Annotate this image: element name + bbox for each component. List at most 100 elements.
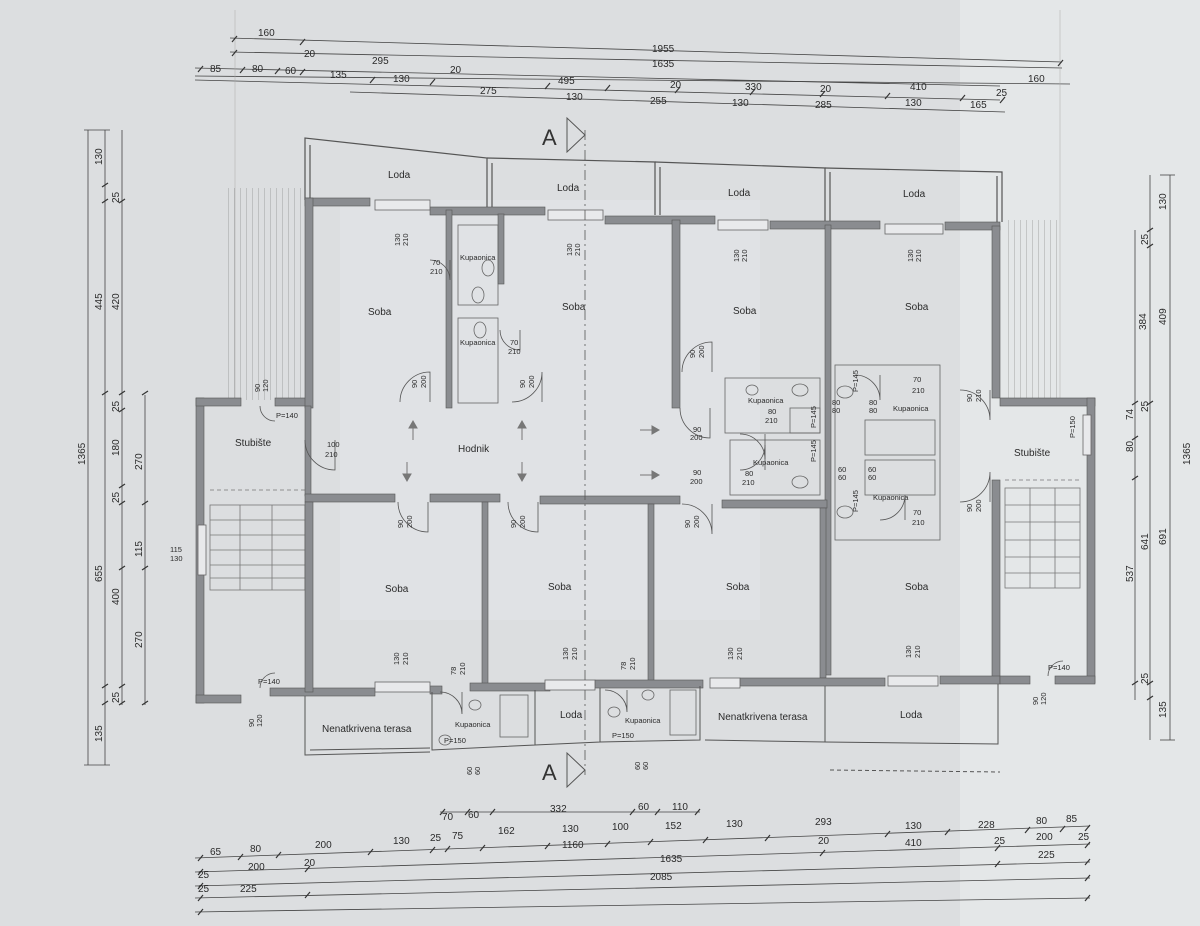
right-dimension-lines bbox=[1134, 174, 1175, 741]
top-dim-label: 410 bbox=[910, 82, 927, 93]
window-height-label: 210 bbox=[458, 662, 467, 675]
right-dim-label: 135 bbox=[1158, 701, 1169, 718]
bottom-dim-label: 410 bbox=[905, 838, 922, 849]
window-width-label: 90 bbox=[1031, 697, 1040, 705]
window-height-label: 120 bbox=[261, 379, 270, 392]
door-height-label: 200 bbox=[690, 433, 703, 442]
bottom-dim-ticks bbox=[197, 808, 1091, 916]
opening-label: 80 bbox=[869, 406, 877, 415]
bottom-dim-label: 200 bbox=[1036, 832, 1053, 843]
parapet-label: P=140 bbox=[258, 677, 280, 686]
parapet-label: P=145 bbox=[851, 370, 860, 392]
right-dim-label: 25 bbox=[1140, 233, 1151, 245]
top-dim-label: 1955 bbox=[652, 44, 675, 55]
window-width-label: 130 bbox=[904, 645, 913, 658]
window-width-label: 60 bbox=[465, 767, 474, 775]
door-swings bbox=[259, 259, 1064, 715]
top-dim-label: 275 bbox=[480, 86, 497, 97]
window-width-label: 130 bbox=[393, 233, 402, 246]
right-dim-label: 384 bbox=[1138, 313, 1149, 330]
bottom-dim-label: 20 bbox=[818, 836, 830, 847]
top-dim-label: 130 bbox=[393, 74, 410, 85]
door-height-label: 210 bbox=[508, 347, 521, 356]
bottom-dim-label: 60 bbox=[638, 802, 650, 813]
room-label-soba: Soba bbox=[385, 584, 409, 595]
door-height-label: 200 bbox=[419, 375, 428, 388]
bottom-dim-label: 20 bbox=[304, 858, 316, 869]
opening-label: 60 bbox=[838, 473, 846, 482]
top-dim-label: 20 bbox=[450, 65, 462, 76]
window-height-label: 210 bbox=[914, 249, 923, 262]
door-width-label: 90 bbox=[693, 425, 701, 434]
room-label-kupaonica: Kupaonica bbox=[460, 338, 496, 347]
top-dim-label: 130 bbox=[732, 98, 749, 109]
top-dim-label: 20 bbox=[820, 84, 832, 95]
top-dim-label: 165 bbox=[970, 100, 987, 111]
stair-right bbox=[1004, 479, 1081, 589]
window-width-label: 115 bbox=[170, 545, 182, 554]
window-width-label: 90 bbox=[253, 384, 262, 392]
bottom-dim-label: 25 bbox=[1078, 832, 1090, 843]
door-width-label: 70 bbox=[913, 375, 921, 384]
left-dim-label: 400 bbox=[111, 588, 122, 605]
opening-label: 60 bbox=[868, 473, 876, 482]
room-label-stubiste: Stubište bbox=[1014, 448, 1051, 459]
room-label-kupaonica: Kupaonica bbox=[625, 716, 661, 725]
window-width-label: 78 bbox=[619, 662, 628, 670]
right-dim-label: 691 bbox=[1158, 528, 1169, 545]
right-dim-label: 130 bbox=[1158, 193, 1169, 210]
bottom-dim-label: 130 bbox=[726, 819, 743, 830]
window-width-label: 130 bbox=[726, 647, 735, 660]
left-dim-ticks bbox=[101, 182, 149, 706]
balcony-outline-top bbox=[304, 137, 1003, 225]
top-dim-label: 160 bbox=[1028, 74, 1045, 85]
door-height-label: 200 bbox=[697, 345, 706, 358]
lower-outline bbox=[304, 684, 1001, 773]
bottom-dim-label: 110 bbox=[672, 802, 688, 813]
top-dim-label: 285 bbox=[815, 100, 832, 111]
right-dim-label: 409 bbox=[1158, 308, 1169, 325]
door-width-label: 90 bbox=[518, 380, 527, 388]
parapet-label: P=145 bbox=[851, 490, 860, 512]
door-height-label: 210 bbox=[742, 478, 755, 487]
window-height-label: 60 bbox=[473, 767, 482, 775]
window-height-label: 120 bbox=[255, 714, 264, 727]
room-label-soba: Soba bbox=[548, 582, 572, 593]
room-label-loda: Loda bbox=[388, 170, 411, 181]
top-dimension-lines bbox=[194, 10, 1071, 400]
window-height-label: 210 bbox=[913, 645, 922, 658]
right-dim-label: 641 bbox=[1140, 533, 1151, 550]
room-label-soba: Soba bbox=[733, 306, 757, 317]
bottom-dim-label: 65 bbox=[210, 847, 222, 858]
left-dim-label: 270 bbox=[134, 453, 145, 470]
room-label-soba: Soba bbox=[368, 307, 392, 318]
room-label-soba: Soba bbox=[905, 302, 929, 313]
door-width-label: 90 bbox=[509, 520, 518, 528]
bottom-dim-label: 1160 bbox=[562, 840, 584, 851]
stair-hatch-left-top bbox=[228, 188, 303, 400]
top-dim-label: 255 bbox=[650, 96, 667, 107]
left-dim-total: 1365 bbox=[77, 442, 88, 465]
right-dim-label: 80 bbox=[1125, 440, 1136, 452]
bottom-dim-label: 25 bbox=[198, 884, 210, 895]
door-height-label: 210 bbox=[912, 386, 925, 395]
room-label-kupaonica: Kupaonica bbox=[893, 404, 929, 413]
bottom-dim-label: 25 bbox=[430, 833, 442, 844]
left-dim-labels: 130 25 445 420 25 180 25 655 115 400 25 … bbox=[77, 148, 145, 742]
left-dim-label: 25 bbox=[111, 691, 122, 703]
left-dim-label: 115 bbox=[134, 541, 145, 557]
room-label-soba: Soba bbox=[905, 582, 929, 593]
top-dim-labels: 160 1955 20 295 20 1635 20 330 20 410 16… bbox=[210, 28, 1045, 111]
window-height-label: 210 bbox=[735, 647, 744, 660]
bottom-dim-label: 100 bbox=[612, 822, 629, 833]
room-label-loda: Loda bbox=[903, 189, 926, 200]
top-dim-label: 60 bbox=[285, 66, 297, 77]
right-dim-label: 74 bbox=[1125, 408, 1136, 420]
top-dim-label: 135 bbox=[330, 70, 347, 81]
room-label-kupaonica: Kupaonica bbox=[748, 396, 784, 405]
right-dim-total: 1365 bbox=[1182, 442, 1193, 465]
room-label-kupaonica: Kupaonica bbox=[460, 253, 496, 262]
window-height-label: 210 bbox=[401, 233, 410, 246]
window-width-label: 90 bbox=[247, 719, 256, 727]
parapet-label: P=145 bbox=[809, 440, 818, 462]
